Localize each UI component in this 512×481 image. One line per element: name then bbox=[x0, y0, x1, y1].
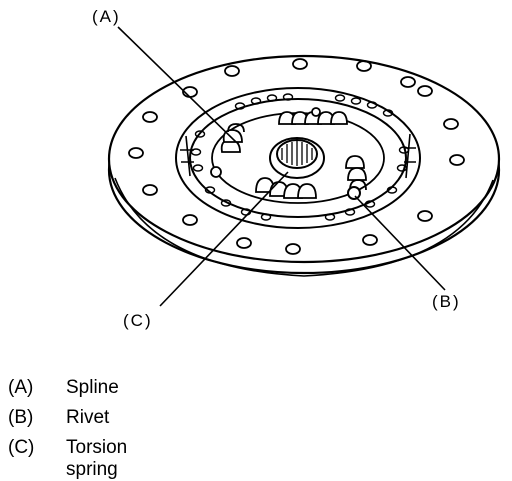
legend-key: (C) bbox=[8, 437, 35, 458]
hub-hatch-right bbox=[404, 133, 416, 179]
legend-key: (B) bbox=[8, 407, 34, 428]
spline-hub-bore bbox=[276, 139, 318, 169]
hub-rivet-left bbox=[210, 166, 222, 178]
leader-line-b bbox=[354, 195, 446, 291]
legend-text: Torsion spring bbox=[66, 437, 128, 480]
leader-line-c bbox=[159, 171, 289, 307]
callout-b: (B) bbox=[432, 292, 461, 311]
callout-c: (C) bbox=[123, 311, 153, 330]
legend-text: Spline bbox=[66, 377, 119, 398]
torsion-spring-bottom bbox=[255, 177, 317, 199]
spline-teeth bbox=[281, 141, 313, 166]
leader-line-a bbox=[117, 26, 237, 143]
torsion-spring-right bbox=[345, 155, 367, 191]
callout-a: (A) bbox=[92, 7, 121, 26]
legend-text: Rivet bbox=[66, 407, 110, 428]
facing-rivet-holes bbox=[128, 58, 465, 255]
hub-rivet-band bbox=[190, 93, 410, 221]
hub-plate bbox=[189, 98, 407, 218]
torsion-spring-left bbox=[220, 123, 245, 153]
disc-lower-lip bbox=[114, 177, 494, 277]
hub-outer-ring bbox=[175, 87, 421, 229]
hub-hatch-left bbox=[180, 135, 194, 177]
legend-key: (A) bbox=[8, 377, 34, 398]
clutch-disc-diagram: (A) (B) (C) bbox=[92, 7, 501, 330]
rivet-b bbox=[347, 186, 361, 200]
torsion-spring-top bbox=[278, 107, 348, 125]
